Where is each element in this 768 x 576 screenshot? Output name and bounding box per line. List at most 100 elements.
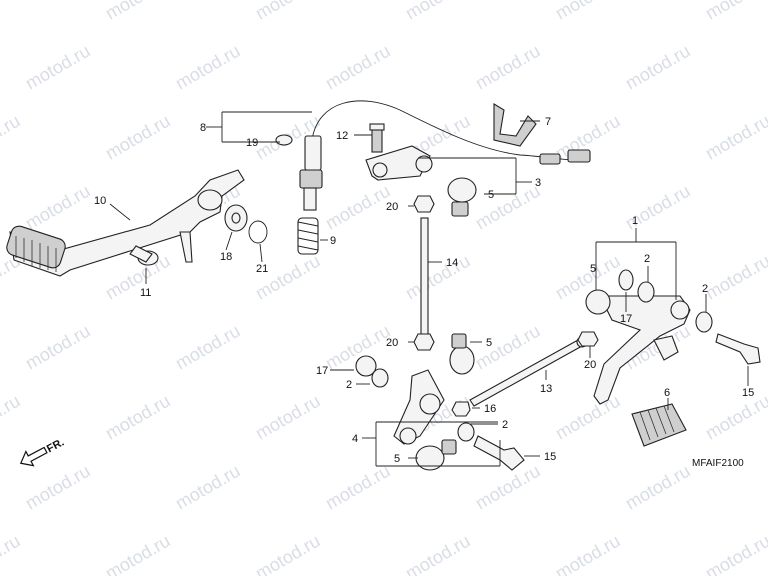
watermark-text: motod.ru: [252, 531, 324, 576]
brake-rod: [420, 217, 429, 339]
watermark-text: motod.ru: [22, 461, 94, 514]
watermark-text: motod.ru: [702, 111, 768, 164]
callout-8: 8: [200, 122, 206, 134]
watermark-text: motod.ru: [252, 391, 324, 444]
callout-11: 11: [140, 287, 151, 299]
pedal-pivot-rubber: [585, 289, 611, 315]
watermark-text: motod.ru: [0, 391, 24, 444]
front-arrow-label: FR.: [45, 436, 66, 455]
watermark-text: motod.ru: [0, 111, 24, 164]
watermark-text: motod.ru: [622, 41, 694, 94]
switch-spring: [297, 217, 319, 255]
watermark-text: motod.ru: [622, 461, 694, 514]
callout-2-left: 2: [346, 379, 352, 391]
watermark-text: motod.ru: [472, 41, 544, 94]
callout-18: 18: [220, 251, 232, 263]
callout-12: 12: [336, 130, 348, 142]
watermark-text: motod.ru: [22, 41, 94, 94]
watermark-text: motod.ru: [0, 531, 24, 576]
watermark-text: motod.ru: [172, 321, 244, 374]
watermark-text: motod.ru: [22, 181, 94, 234]
watermark-text: motod.ru: [702, 391, 768, 444]
diagram-code: MFAIF2100: [692, 458, 744, 469]
watermark-text: motod.ru: [702, 0, 768, 23]
callout-labels: 8 19 10 11 18 21 9 12 7 3 5 20 14 20 5 1…: [94, 116, 754, 465]
brake-switch: [299, 100, 591, 211]
watermark-text: motod.ru: [172, 461, 244, 514]
watermark-text: motod.ru: [402, 251, 474, 304]
pedal-nut: [577, 331, 599, 347]
callout-2-center: 2: [502, 419, 508, 431]
joint-ball-lower: [415, 439, 457, 471]
callout-20-mid: 20: [386, 337, 398, 349]
switch-clip: [275, 134, 293, 146]
joint-ball-upper: [449, 333, 475, 375]
leader-lines: [109, 111, 749, 467]
pivot-bolt-lower: [473, 435, 525, 471]
watermark-text: motod.ru: [102, 111, 174, 164]
callout-17-right: 17: [620, 313, 632, 325]
watermark-text: motod.ru: [252, 251, 324, 304]
brake-pivot-bolt: [129, 245, 159, 266]
watermark-text: motod.ru: [472, 181, 544, 234]
gearshift-arm: [393, 369, 445, 445]
callout-9: 9: [330, 235, 336, 247]
watermark-text: motod.ru: [552, 531, 624, 576]
callout-20-right: 20: [584, 359, 596, 371]
watermark-text: motod.ru: [102, 391, 174, 444]
watermark-text: motod.ru: [472, 461, 544, 514]
callout-2-right-top: 2: [644, 253, 650, 265]
brake-arm: [365, 123, 433, 181]
callout-20-top: 20: [386, 201, 398, 213]
callout-5-top: 5: [488, 189, 494, 201]
callout-2-right: 2: [702, 283, 708, 295]
washers-left: [355, 355, 475, 442]
watermark-text: motod.ru: [102, 531, 174, 576]
callout-13: 13: [540, 383, 552, 395]
pedal-pivot-bolt: [715, 333, 761, 365]
watermark-text: motod.ru: [702, 251, 768, 304]
callout-6: 6: [664, 387, 670, 399]
callout-4: 4: [352, 433, 358, 445]
watermark-text: motod.ru: [102, 0, 174, 23]
callout-15-right: 15: [742, 387, 754, 399]
watermark-text: motod.ru: [402, 531, 474, 576]
lock-nut: [451, 401, 471, 417]
watermark-text: motod.ru: [172, 41, 244, 94]
brake-pedal: [6, 169, 245, 277]
callout-21: 21: [256, 263, 268, 275]
callout-5-bottom: 5: [394, 453, 400, 465]
callout-7: 7: [545, 116, 551, 128]
watermark-text: motod.ru: [552, 391, 624, 444]
brake-washer: [224, 204, 248, 232]
front-arrow-icon: [19, 446, 48, 467]
callout-3: 3: [535, 177, 541, 189]
brake-circlip: [248, 220, 268, 244]
pedal-rubber: [631, 403, 687, 447]
wire-clamp: [493, 103, 537, 147]
watermark-text: motod.ru: [22, 321, 94, 374]
watermark-text: motod.ru: [402, 0, 474, 23]
gearshift-pedal: [593, 295, 691, 405]
callout-19: 19: [246, 137, 258, 149]
watermark-text: motod.ru: [322, 181, 394, 234]
callout-15-bottom: 15: [544, 451, 556, 463]
callout-5-mid: 5: [486, 337, 492, 349]
front-direction-arrow: FR.: [19, 436, 66, 467]
callout-17-left: 17: [316, 365, 328, 377]
pedal-washers: [618, 269, 713, 333]
watermark-text: motod.ru: [0, 0, 24, 23]
callout-16: 16: [484, 403, 496, 415]
callout-14: 14: [446, 257, 458, 269]
watermark-text: motod.ru: [552, 0, 624, 23]
rod-nut-bottom: [413, 333, 435, 351]
watermark-text: motod.ru: [322, 461, 394, 514]
watermark-text: motod.ru: [252, 0, 324, 23]
rod-nut-top: [413, 195, 435, 213]
rod-end-joint: [447, 177, 477, 217]
callout-10: 10: [94, 195, 106, 207]
callout-1: 1: [632, 215, 638, 227]
watermark-text: motod.ru: [322, 41, 394, 94]
callout-5-right: 5: [590, 263, 596, 275]
